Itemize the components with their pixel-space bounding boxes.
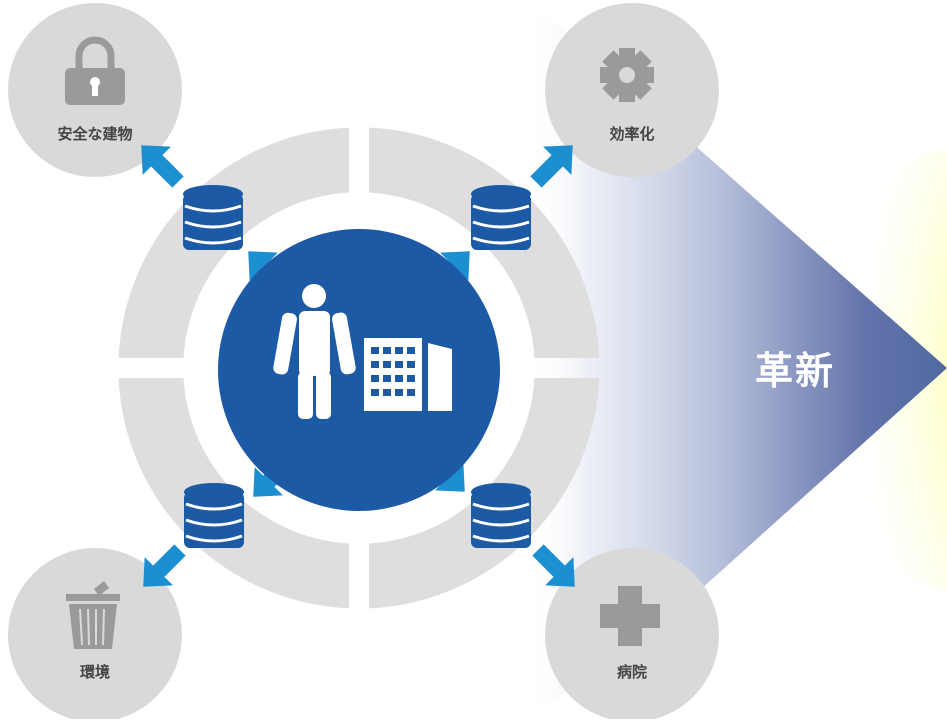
database-icon-top-right <box>469 183 533 252</box>
database-icon-bottom-left <box>182 481 246 550</box>
person-icon <box>273 284 356 419</box>
center-circle <box>218 229 500 511</box>
medical-cross-icon <box>600 586 660 646</box>
padlock-icon <box>65 36 125 105</box>
innovation-beam <box>530 0 947 719</box>
office-building-icon <box>364 338 452 411</box>
label-innovation: 革新 <box>754 349 835 393</box>
database-icon-top-left <box>181 183 245 252</box>
database-icon-bottom-right <box>469 481 533 550</box>
label-hospital: 病院 <box>616 663 647 681</box>
label-safe-building: 安全な建物 <box>57 125 133 143</box>
label-efficiency: 効率化 <box>609 125 655 143</box>
trash-bin-icon <box>66 581 120 649</box>
label-environment: 環境 <box>79 663 110 681</box>
gear-icon <box>600 48 654 102</box>
